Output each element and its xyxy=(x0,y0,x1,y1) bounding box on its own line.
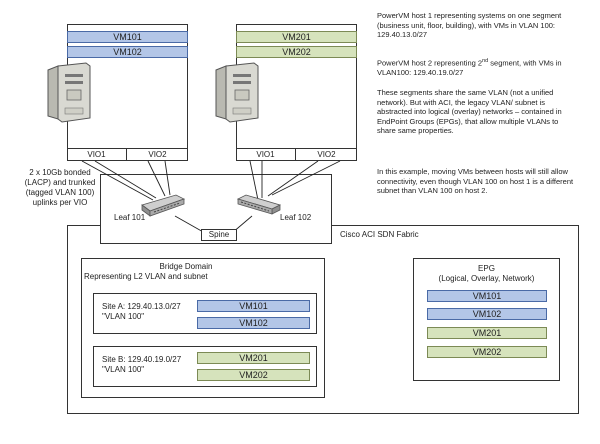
note-host2-text-tail: segment, with VMs in VLAN100: 129.40.19.… xyxy=(377,58,562,78)
host1-vio-cell: VIO1 xyxy=(67,148,127,161)
bridge-domain-subtitle: Representing L2 VLAN and subnet xyxy=(84,272,208,281)
host1-vm-bar[interactable]: VM102 xyxy=(67,46,188,58)
bridge-domain-title: Bridge Domain xyxy=(159,262,213,271)
host1-vm-bar[interactable]: VM101 xyxy=(67,31,188,43)
leaf-102-label: Leaf 102 xyxy=(280,213,312,222)
bd-vm-bar[interactable]: VM101 xyxy=(197,300,310,312)
host2-vm-bar[interactable]: VM201 xyxy=(236,31,357,43)
note-host2-sup: nd xyxy=(482,58,489,64)
host2-vio-cell: VIO2 xyxy=(296,148,357,161)
bd-vm-bar[interactable]: VM201 xyxy=(197,352,310,364)
epg-vm-bar[interactable]: VM102 xyxy=(427,308,547,320)
epg-vm-bar[interactable]: VM201 xyxy=(427,327,547,339)
bd-vm-bar[interactable]: VM102 xyxy=(197,317,310,329)
epg-vm-bar[interactable]: VM101 xyxy=(427,290,547,302)
epg-subtitle: (Logical, Overlay, Network) xyxy=(438,274,535,283)
host1-vio-cell: VIO2 xyxy=(127,148,188,161)
spine-box: Spine xyxy=(201,229,237,241)
note-host2: PowerVM host 2 representing 2nd segment,… xyxy=(377,57,575,78)
note-segments: These segments share the same VLAN (not … xyxy=(377,88,562,135)
leaf-switch-icon xyxy=(141,194,186,217)
uplinks-label: 2 x 10Gb bonded (LACP) and trunked (tagg… xyxy=(24,168,96,207)
note-host2-text: PowerVM host 2 representing 2 xyxy=(377,58,483,68)
bd-vm-bar[interactable]: VM202 xyxy=(197,369,310,381)
epg-vm-bar[interactable]: VM202 xyxy=(427,346,547,358)
site-a-vlan: "VLAN 100" xyxy=(102,312,145,321)
epg-title: EPG xyxy=(478,264,495,273)
site-b-vlan: "VLAN 100" xyxy=(102,365,145,374)
site-b-subnet: Site B: 129.40.19.0/27 xyxy=(102,355,182,364)
note-moving: In this example, moving VMs between host… xyxy=(377,167,574,195)
site-a-subnet: Site A: 129.40.13.0/27 xyxy=(102,302,181,311)
fabric-title: Cisco ACI SDN Fabric xyxy=(340,230,419,239)
host2-vio-cell: VIO1 xyxy=(236,148,296,161)
leaf-101-label: Leaf 101 xyxy=(114,213,146,222)
note-host1: PowerVM host 1 representing systems on o… xyxy=(377,11,562,39)
host2-vm-bar[interactable]: VM202 xyxy=(236,46,357,58)
server-tower-icon xyxy=(215,62,259,123)
leaf-switch-icon xyxy=(236,194,282,215)
server-tower-icon xyxy=(47,62,91,123)
